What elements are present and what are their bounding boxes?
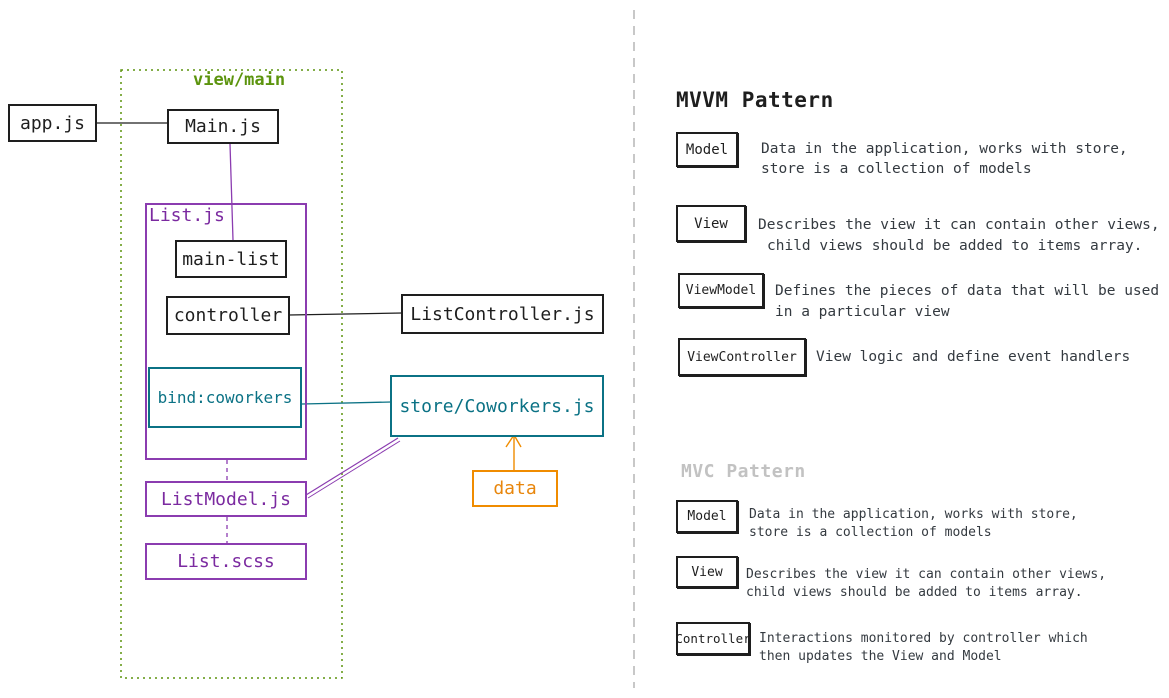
mvvm-viewcontroller-desc-1: View logic and define event handlers [816, 349, 1131, 365]
mvvm-model-term: Model [676, 132, 738, 167]
mvc-title: MVC Pattern [681, 461, 806, 482]
list-scss-box: List.scss [145, 543, 307, 580]
view-main-label: view/main [193, 70, 286, 90]
list-js-container [145, 203, 307, 460]
mvc-model-term: Model [676, 500, 738, 533]
bind-coworkers-box: bind:coworkers [148, 367, 302, 428]
mvvm-model-desc-1: Data in the application, works with stor… [761, 141, 1128, 157]
mvvm-view-desc-1: Describes the view it can contain other … [758, 217, 1160, 233]
list-model-js-box: ListModel.js [145, 481, 307, 517]
mvvm-viewmodel-desc-1: Defines the pieces of data that will be … [775, 283, 1160, 299]
app-js-box: app.js [8, 104, 97, 142]
mvvm-viewmodel-desc-2: in a particular view [775, 304, 950, 320]
connector-main-list [229, 143, 234, 241]
mvc-model-desc-1: Data in the application, works with stor… [749, 507, 1078, 522]
mvc-controller-desc-2: then updates the View and Model [759, 649, 1002, 664]
connector-bind-store [301, 401, 392, 405]
data-box: data [472, 470, 558, 507]
mvc-view-desc-1: Describes the view it can contain other … [746, 567, 1107, 582]
connector-controller [288, 312, 403, 316]
mvvm-title: MVVM Pattern [676, 88, 834, 112]
store-coworkers-js-box: store/Coworkers.js [390, 375, 604, 437]
connector-store-model [305, 437, 399, 496]
list-controller-js-box: ListController.js [401, 294, 604, 334]
mvvm-viewmodel-term: ViewModel [678, 273, 764, 308]
mvc-view-term: View [676, 556, 738, 588]
mvc-view-desc-2: child views should be added to items arr… [746, 585, 1083, 600]
mvvm-view-term: View [676, 205, 746, 242]
controller-box: controller [166, 296, 290, 335]
mvvm-viewcontroller-term: ViewController [678, 338, 806, 376]
mvc-controller-desc-1: Interactions monitored by controller whi… [759, 631, 1088, 646]
mvc-model-desc-2: store is a collection of models [749, 525, 992, 540]
main-js-box: Main.js [167, 109, 279, 144]
mvvm-view-desc-2: child views should be added to items arr… [767, 238, 1143, 254]
main-list-box: main-list [175, 240, 287, 278]
mvvm-model-desc-2: store is a collection of models [761, 161, 1032, 177]
mvc-controller-term: Controller [675, 622, 751, 655]
list-js-label: List.js [149, 205, 225, 226]
